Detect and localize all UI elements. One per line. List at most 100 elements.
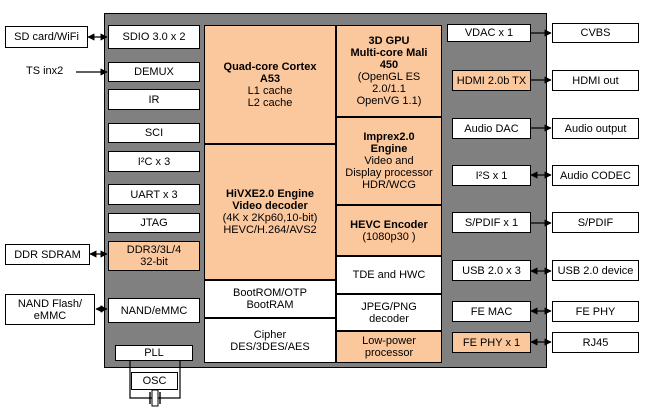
sdio-block: SDIO 3.0 x 2 xyxy=(108,25,200,49)
nand-emmc-block: NAND/eMMC xyxy=(108,298,200,323)
osc-box: OSC xyxy=(131,372,178,390)
fe-phy-box: FE PHY xyxy=(552,301,639,322)
cpu-l2-cache: L2 cache xyxy=(247,96,293,109)
imprex-spec-line1: Video and xyxy=(364,155,414,167)
nand-flash-box: NAND Flash/ eMMC xyxy=(5,294,95,325)
imprex-spec-line2: Display processor xyxy=(345,167,433,179)
cpu-l1-cache: L1 cache xyxy=(247,84,293,97)
ddr-sdram-box: DDR SDRAM xyxy=(5,244,90,265)
jpeg-decoder-block: JPEG/PNG decoder xyxy=(336,294,442,331)
ddr-controller-line1: DDR3/3L/4 xyxy=(126,244,182,256)
fe-phy-internal-label: FE PHY x 1 xyxy=(462,336,521,349)
fe-mac-block: FE MAC xyxy=(452,301,531,322)
low-power-line2: processor xyxy=(364,347,414,359)
vdac-block: VDAC x 1 xyxy=(447,24,531,42)
bootrom-line2: BootRAM xyxy=(246,299,294,311)
cvbs-box: CVBS xyxy=(552,23,639,43)
cpu-title-line1: Quad-core Cortex xyxy=(223,60,317,73)
pll-block: PLL xyxy=(115,345,193,361)
rj45-box: RJ45 xyxy=(552,332,639,353)
usb-device-label: USB 2.0 device xyxy=(557,264,634,277)
uart-block: UART x 3 xyxy=(108,184,200,205)
cvbs-label: CVBS xyxy=(580,27,611,39)
pll-label: PLL xyxy=(144,347,164,359)
demux-label: DEMUX xyxy=(134,66,174,78)
cpu-title-line2: A53 xyxy=(259,72,281,85)
video-title-line1: HiVXE2.0 Engine xyxy=(225,188,315,200)
i2s-label: I²S x 1 xyxy=(475,169,508,182)
jpeg-line2: decoder xyxy=(369,312,409,325)
usb-label: USB 2.0 x 3 xyxy=(462,264,521,277)
ddr-controller-line2: 32-bit xyxy=(140,256,168,268)
imprex-spec-line3: HDR/WCG xyxy=(362,179,416,191)
vdac-label: VDAC x 1 xyxy=(464,27,514,39)
fe-mac-label: FE MAC xyxy=(470,305,513,318)
jtag-block: JTAG xyxy=(108,213,200,233)
hdmi-tx-block: HDMI 2.0b TX xyxy=(452,70,531,91)
nand-emmc-label: NAND/eMMC xyxy=(120,304,188,317)
audio-codec-box: Audio CODEC xyxy=(552,165,639,186)
jtag-label: JTAG xyxy=(140,217,168,229)
ts-input-label: TS inx2 xyxy=(26,65,64,77)
imprex-title-line2: Engine xyxy=(370,143,408,155)
spdif-block: S/PDIF x 1 xyxy=(452,212,531,233)
hevc-encoder-block: HEVC Encoder (1080p30 ) xyxy=(336,205,442,256)
usb-block: USB 2.0 x 3 xyxy=(452,260,531,281)
audio-dac-block: Audio DAC xyxy=(452,118,531,139)
i2c-label: I²C x 3 xyxy=(137,155,171,168)
rj45-label: RJ45 xyxy=(582,336,609,349)
hdmi-tx-label: HDMI 2.0b TX xyxy=(456,74,527,87)
gpu-title-line3: 450 xyxy=(379,59,399,71)
bootrom-block: BootROM/OTP BootRAM xyxy=(204,280,336,318)
sci-block: SCI xyxy=(108,123,200,143)
hdmi-out-box: HDMI out xyxy=(552,70,639,91)
jpeg-line1: JPEG/PNG xyxy=(361,300,417,313)
usb-device-box: USB 2.0 device xyxy=(552,260,639,281)
cipher-line1: Cipher xyxy=(253,328,287,341)
nand-flash-line2: eMMC xyxy=(33,309,67,322)
low-power-line1: Low-power xyxy=(362,335,416,347)
ir-block: IR xyxy=(108,89,200,110)
gpu-spec-line2: 2.0/1.1 xyxy=(372,83,406,95)
cipher-block: Cipher DES/3DES/AES xyxy=(204,318,336,363)
spdif-out-box: S/PDIF xyxy=(552,212,639,233)
audio-codec-label: Audio CODEC xyxy=(560,169,631,182)
imprex-block: Imprex2.0 Engine Video and Display proce… xyxy=(336,117,442,205)
hevc-encoder-spec: (1080p30 ) xyxy=(362,230,416,243)
osc-label: OSC xyxy=(142,375,167,387)
ddr-controller-block: DDR3/3L/4 32-bit xyxy=(108,241,200,271)
spdif-int-label: S/PDIF x 1 xyxy=(464,216,519,229)
uart-label: UART x 3 xyxy=(130,188,178,201)
video-spec-line2: HEVC/H.264/AVS2 xyxy=(223,224,317,236)
ddr-sdram-label: DDR SDRAM xyxy=(14,248,81,261)
sd-wifi-box: SD card/WiFi xyxy=(5,26,88,48)
spdif-out-label: S/PDIF xyxy=(577,216,614,229)
i2s-block: I²S x 1 xyxy=(452,165,531,186)
cpu-block: Quad-core Cortex A53 L1 cache L2 cache xyxy=(204,25,336,144)
gpu-spec-line3: OpenVG 1.1) xyxy=(356,95,422,107)
video-spec-line1: (4K x 2Kp60,10-bit) xyxy=(222,212,318,224)
audio-output-label: Audio output xyxy=(564,122,627,135)
fe-phy-label: FE PHY xyxy=(575,305,616,318)
crystal-symbol xyxy=(149,389,161,407)
audio-output-box: Audio output xyxy=(552,118,639,139)
imprex-title-line1: Imprex2.0 xyxy=(363,131,415,143)
gpu-title-line1: 3D GPU xyxy=(368,35,410,47)
hdmi-out-label: HDMI out xyxy=(572,74,619,87)
cipher-line2: DES/3DES/AES xyxy=(230,340,310,353)
bootrom-line1: BootROM/OTP xyxy=(233,287,307,299)
ir-label: IR xyxy=(148,93,160,106)
gpu-title-line2: Multi-core Mali xyxy=(350,47,428,59)
sdio-label: SDIO 3.0 x 2 xyxy=(122,31,186,43)
tde-block: TDE and HWC xyxy=(336,256,442,294)
low-power-block: Low-power processor xyxy=(336,331,442,363)
tde-label: TDE and HWC xyxy=(352,269,426,281)
audio-dac-label: Audio DAC xyxy=(464,122,519,135)
video-decoder-block: HiVXE2.0 Engine Video decoder (4K x 2Kp6… xyxy=(204,144,336,280)
fe-phy-internal-block: FE PHY x 1 xyxy=(452,332,531,353)
sci-label: SCI xyxy=(144,127,164,139)
nand-flash-line1: NAND Flash/ xyxy=(17,297,83,310)
video-title-line2: Video decoder xyxy=(232,200,308,212)
gpu-spec-line1: (OpenGL ES xyxy=(357,71,421,83)
